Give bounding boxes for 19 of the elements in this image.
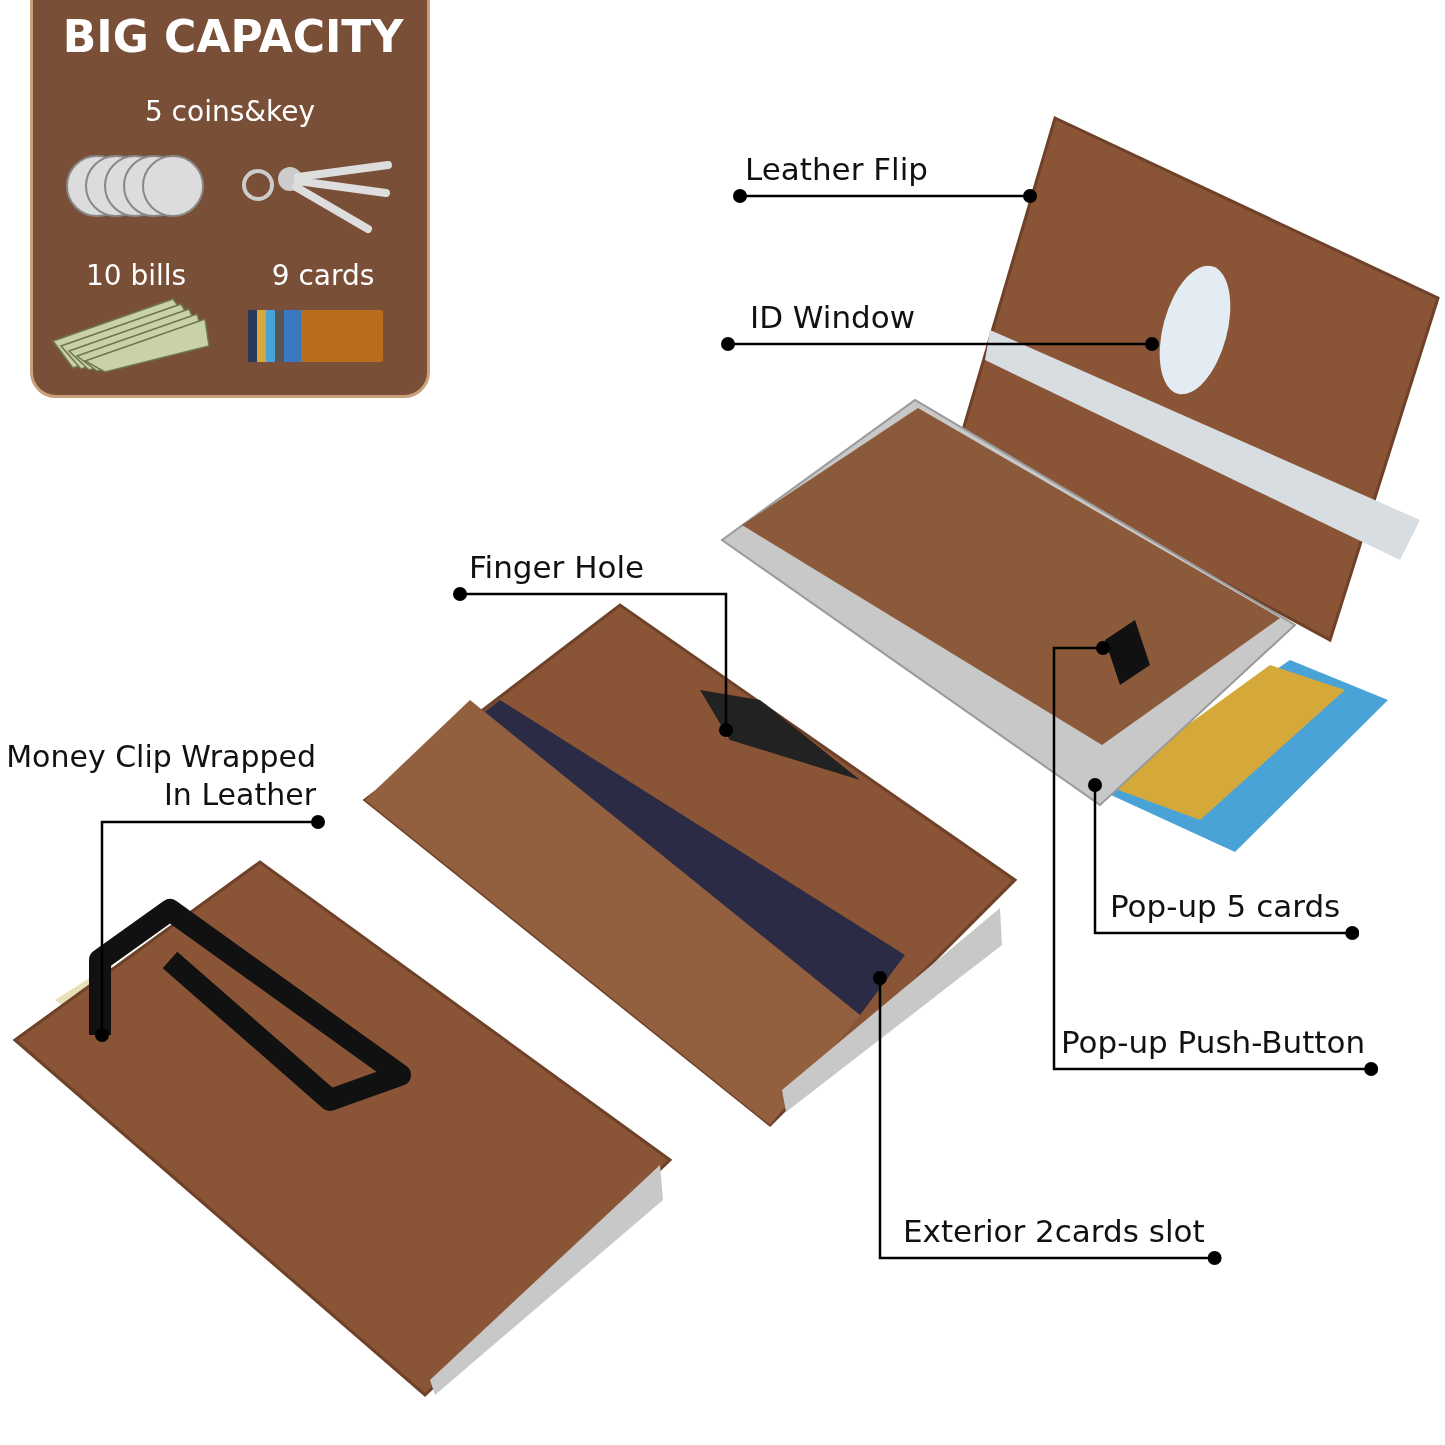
leader-line: [453, 587, 733, 737]
leader-line: [1088, 778, 1360, 940]
callout-label: Pop-up Push-Button: [1061, 1023, 1366, 1061]
callout-label: Pop-up 5 cards: [1110, 887, 1341, 925]
leader-line: [95, 815, 325, 1042]
callout-label: Leather Flip: [745, 150, 928, 188]
leader-line: [873, 971, 1222, 1265]
leader-line: [721, 337, 1159, 351]
callout-label: Finger Hole: [469, 548, 645, 586]
callout-label: Money Clip Wrapped In Leather: [0, 738, 316, 814]
capacity-text: 5 coins&key: [144, 95, 316, 128]
callout-label: ID Window: [750, 298, 916, 336]
leader-line: [733, 189, 1037, 203]
capacity-text: 9 cards: [271, 259, 375, 292]
capacity-text: 10 bills: [85, 259, 187, 292]
leader-line: [1052, 641, 1379, 1076]
info-panel: [30, 0, 430, 398]
panel-title: BIG CAPACITY: [62, 11, 404, 62]
callout-label: Exterior 2cards slot: [903, 1212, 1205, 1250]
